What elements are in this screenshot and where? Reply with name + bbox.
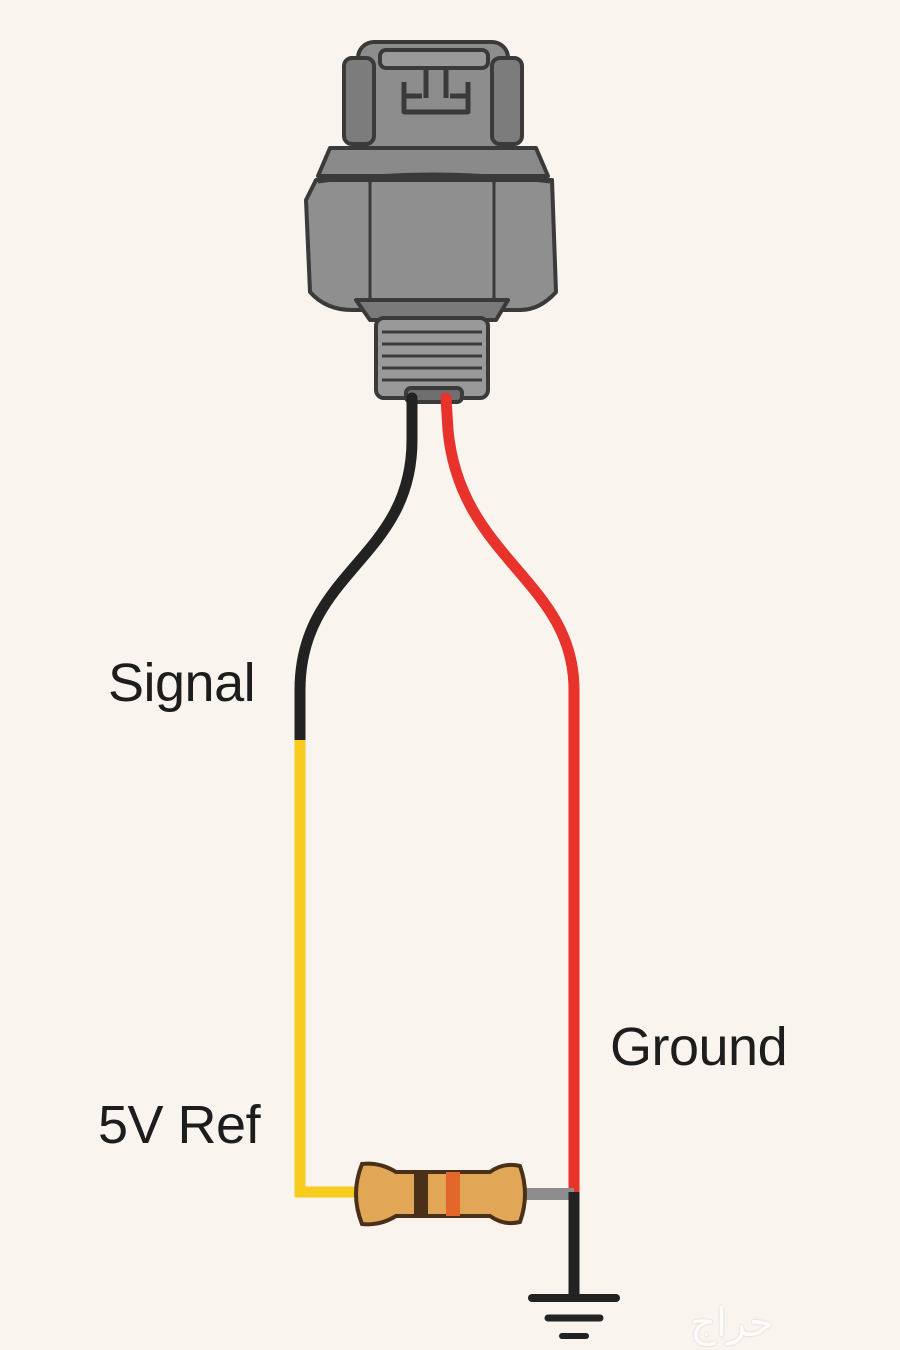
ref-wire — [294, 740, 360, 1198]
ref-label: 5V Ref — [98, 1095, 261, 1155]
pressure-sensor-icon — [304, 40, 558, 404]
signal-label: Signal — [108, 653, 256, 713]
resistor-icon — [354, 1161, 527, 1227]
ground-symbol-icon — [528, 1294, 620, 1339]
ground-label: Ground — [610, 1017, 788, 1077]
watermark: حراج — [690, 1300, 774, 1346]
signal-wire — [294, 392, 418, 748]
ground-wire — [440, 392, 580, 1198]
